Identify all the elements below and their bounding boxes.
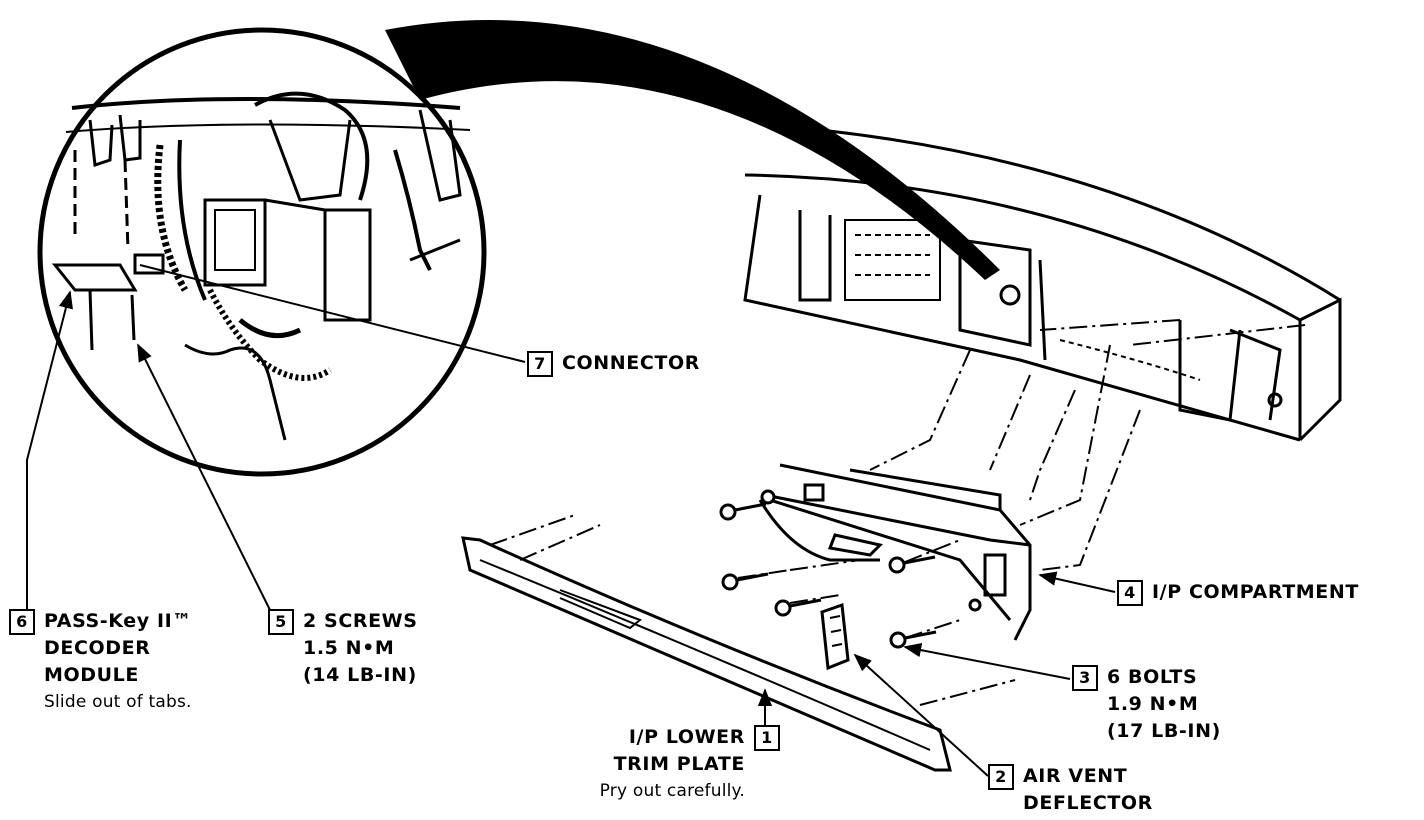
bolts-label-line-1: 6 BOLTS — [1107, 666, 1198, 688]
decoder-label-line-3: MODULE — [44, 664, 139, 686]
ip-lower-trim-plate-part — [461, 536, 952, 772]
alignment-lines — [489, 319, 1306, 706]
callout-number-5: 5 — [268, 608, 294, 635]
callout-decoder-module: 6 PASS-Key II™ DECODER MODULE Slide out o… — [9, 608, 192, 716]
callout-number-1: 1 — [754, 724, 780, 751]
ip-compartment-label: I/P COMPARTMENT — [1152, 581, 1359, 603]
leader-lines — [26, 264, 1116, 777]
bolts-torque-nm: 1.9 N•M — [1107, 693, 1199, 715]
detail-inset — [37, 27, 487, 477]
callout-bolts: 3 6 BOLTS 1.9 N•M (17 LB-IN) — [1072, 664, 1221, 745]
decoder-note: Slide out of tabs. — [44, 692, 192, 712]
screws-label-line-1: 2 SCREWS — [303, 610, 418, 632]
instrument-panel-assembly — [743, 123, 1342, 442]
callout-air-vent: 2 AIR VENT DEFLECTOR — [988, 763, 1153, 817]
callout-number-4: 4 — [1117, 579, 1143, 606]
callout-number-7: 7 — [527, 350, 553, 377]
trim-plate-label-line-2: TRIM PLATE — [613, 753, 745, 775]
connector-label: CONNECTOR — [562, 352, 700, 374]
trim-plate-label-line-1: I/P LOWER — [628, 726, 745, 748]
trim-plate-note: Pry out carefully. — [599, 781, 745, 801]
screws-torque-lbin: (14 LB-IN) — [303, 664, 417, 686]
screws-torque-nm: 1.5 N•M — [303, 637, 395, 659]
air-vent-label-line-2: DEFLECTOR — [1023, 792, 1153, 814]
callout-ip-compartment: 4 I/P COMPARTMENT — [1117, 579, 1359, 606]
decoder-label-line-2: DECODER — [44, 637, 151, 659]
detail-link-swoosh — [385, 20, 1000, 280]
callout-trim-plate: I/P LOWER 1 TRIM PLATE Pry out carefully. — [540, 724, 780, 805]
bolt-fasteners — [719, 489, 937, 649]
decoder-label-line-1: PASS-Key II™ — [44, 610, 192, 632]
callout-connector: 7 CONNECTOR — [527, 350, 700, 377]
callout-number-3: 3 — [1072, 664, 1098, 691]
air-vent-deflector-part — [820, 602, 850, 671]
callout-number-2: 2 — [988, 763, 1014, 790]
ip-compartment-part — [758, 463, 1032, 641]
air-vent-label-line-1: AIR VENT — [1023, 765, 1128, 787]
bolts-torque-lbin: (17 LB-IN) — [1107, 720, 1221, 742]
callout-screws: 5 2 SCREWS 1.5 N•M (14 LB-IN) — [268, 608, 418, 689]
callout-number-6: 6 — [9, 608, 35, 635]
